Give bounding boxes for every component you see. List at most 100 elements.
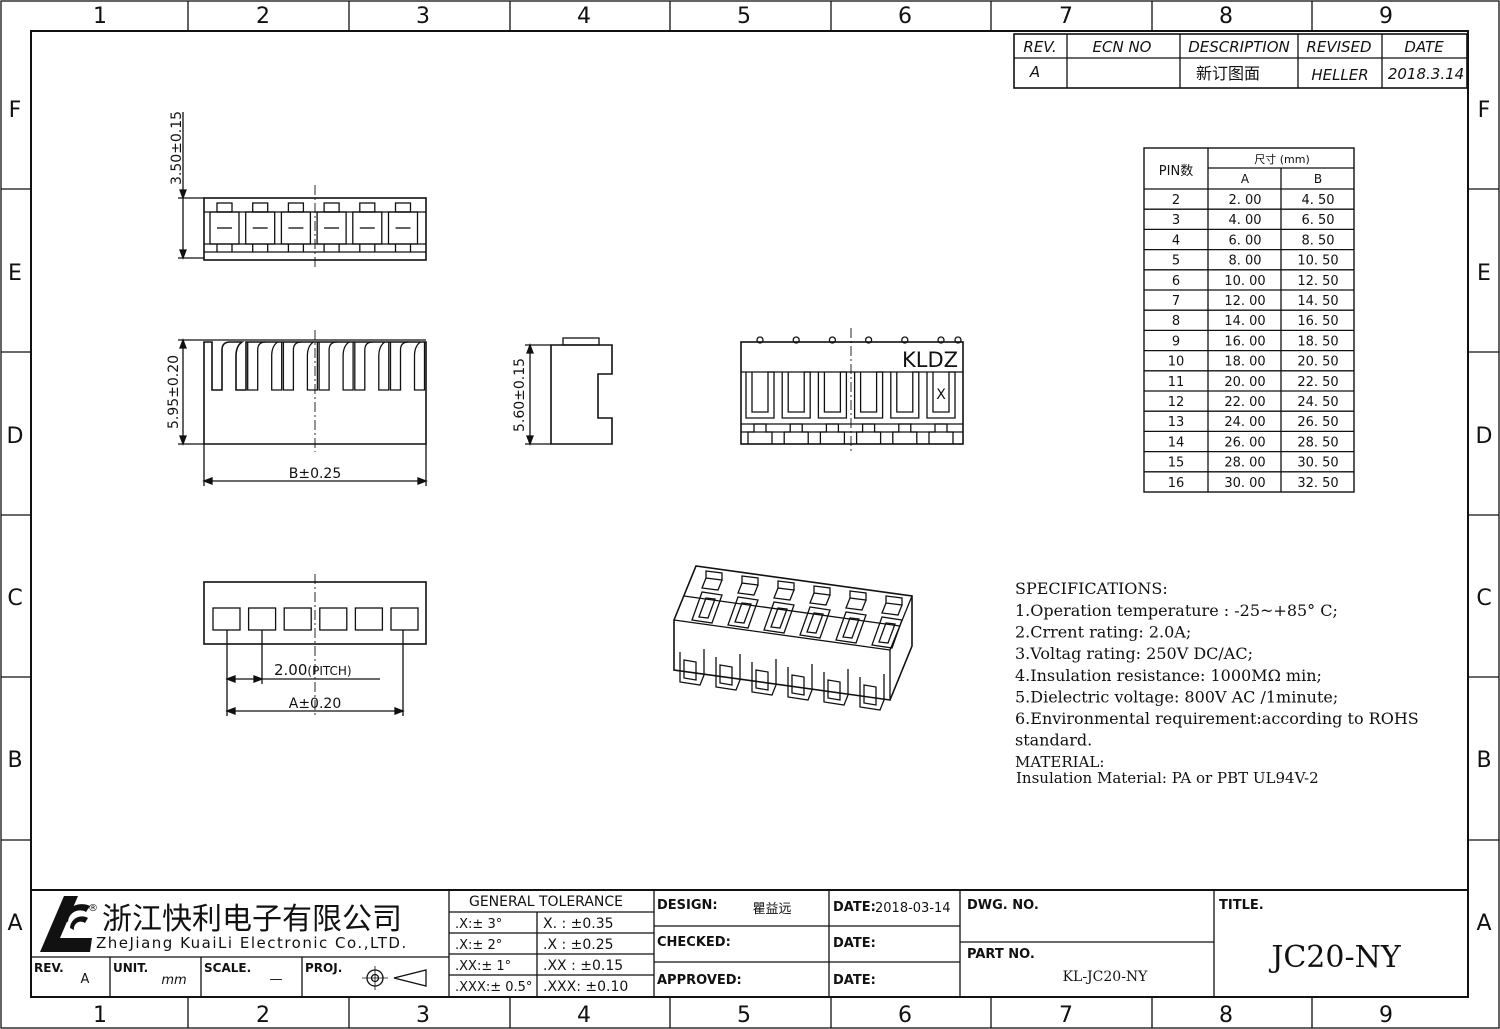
drawing-title: JC20-NY [1268, 940, 1402, 975]
revision-block: REV. ECN NO DESCRIPTION REVISED DATE A 新… [1013, 33, 1468, 89]
pitch-dim: 2.00(PITCH) [274, 661, 352, 679]
pin-count-cell: 8 [1172, 314, 1180, 329]
dim-b-cell: 26. 50 [1297, 415, 1338, 430]
zone-row-D-left: D [7, 424, 24, 449]
linear-tolerance: X. : ±0.35 [543, 916, 614, 932]
linear-tolerance: .XX : ±0.15 [543, 958, 623, 974]
spec-item: 5.Dielectric voltage: 800V AC /1minute; [1015, 687, 1338, 706]
part-no-value: KL-JC20-NY [1063, 969, 1149, 985]
dwg-no-label: DWG. NO. [967, 898, 1039, 913]
spec-heading: SPECIFICATIONS: [1015, 579, 1168, 598]
rev-header: REV. [1023, 38, 1056, 56]
side-height-dim: 5.60±0.15 [512, 358, 528, 432]
approved-date-label: DATE: [833, 973, 876, 988]
dim-b-cell: 28. 50 [1297, 435, 1338, 450]
zone-col-4-bottom: 4 [577, 1003, 591, 1028]
company-logo [40, 896, 92, 952]
design-date-label: DATE: [833, 900, 876, 915]
projection-symbol-icon [362, 966, 427, 990]
revised-value: HELLER [1311, 66, 1368, 84]
rev-value-tb: A [81, 972, 90, 987]
pin-count-cell: 10 [1168, 355, 1185, 370]
spec-item: 1.Operation temperature : -25~+85° C; [1015, 601, 1338, 620]
checked-label: CHECKED: [657, 935, 731, 950]
zone-col-9-top: 9 [1379, 4, 1393, 29]
pin-count-cell: 11 [1168, 375, 1185, 390]
dim-a-cell: 28. 00 [1224, 456, 1265, 471]
bottom-view: 2.00(PITCH) A±0.20 [203, 574, 427, 716]
zone-col-7-bottom: 7 [1059, 1003, 1073, 1028]
unit-label: UNIT. [113, 961, 148, 975]
zone-row-C-left: C [7, 586, 22, 611]
dim-b-cell: 6. 50 [1301, 213, 1334, 228]
pin-count-cell: 16 [1168, 476, 1185, 491]
dim-a-cell: 20. 00 [1224, 375, 1265, 390]
front-view: 5.95±0.20 B±0.25 [166, 330, 428, 486]
col-a-header: A [1241, 172, 1250, 186]
zone-row-E-right: E [1477, 261, 1491, 286]
zone-row-B-right: B [1476, 748, 1491, 773]
dim-b-cell: 22. 50 [1297, 375, 1338, 390]
dim-b-cell: 30. 50 [1297, 456, 1338, 471]
material-heading: MATERIAL: [1015, 753, 1104, 771]
unit-value: mm [161, 973, 186, 988]
dim-b-cell: 12. 50 [1297, 274, 1338, 289]
rev-value: A [1029, 63, 1040, 81]
zone-col-6-bottom: 6 [898, 1003, 912, 1028]
zone-row-B-left: B [7, 748, 22, 773]
top-view: 3.50±0.15 [169, 111, 427, 268]
pin-count-cell: 7 [1172, 294, 1180, 309]
angle-tolerance: .XXX:± 0.5° [455, 980, 532, 995]
pin-count-cell: 6 [1172, 274, 1180, 289]
zone-col-5-bottom: 5 [737, 1003, 751, 1028]
zone-col-3-top: 3 [416, 4, 430, 29]
description-value: 新订图面 [1196, 64, 1260, 83]
zone-row-F-right: F [1478, 98, 1491, 123]
dim-a-cell: 24. 00 [1224, 415, 1265, 430]
ecn-header: ECN NO [1093, 38, 1152, 56]
dim-a-cell: 30. 00 [1224, 476, 1265, 491]
dim-a-cell: 8. 00 [1228, 254, 1261, 269]
checked-date-label: DATE: [833, 936, 876, 951]
front-width-dim: B±0.25 [289, 466, 342, 482]
brand-marking: KLDZ [902, 348, 958, 372]
dim-a-cell: 12. 00 [1224, 294, 1265, 309]
registered-mark: ® [88, 903, 98, 914]
zone-col-7-top: 7 [1059, 4, 1073, 29]
dim-a-cell: 2. 00 [1228, 193, 1261, 208]
date-header: DATE [1404, 38, 1444, 56]
dim-a-cell: 26. 00 [1224, 435, 1265, 450]
dim-a-cell: 14. 00 [1224, 314, 1265, 329]
inner-frame [30, 30, 1469, 998]
angle-tolerance: .XX:± 1° [455, 959, 511, 974]
linear-tolerance: .X : ±0.25 [543, 937, 614, 953]
rev-label: REV. [34, 961, 64, 975]
pin-count-cell: 13 [1168, 415, 1185, 430]
zone-row-F-left: F [9, 98, 22, 123]
dim-b-cell: 24. 50 [1297, 395, 1338, 410]
company-name-cn: 浙江快利电子有限公司 [102, 902, 402, 937]
dim-a-cell: 22. 00 [1224, 395, 1265, 410]
zone-col-1-bottom: 1 [93, 1003, 107, 1028]
dim-a-cell: 10. 00 [1224, 274, 1265, 289]
zone-col-3-bottom: 3 [416, 1003, 430, 1028]
size-header: 尺寸 (mm) [1254, 152, 1310, 166]
title-block: ® 浙江快利电子有限公司 ZheJiang KuaiLi Electronic … [31, 889, 1468, 997]
linear-tolerance: .XXX: ±0.10 [543, 979, 628, 995]
proj-label: PROJ. [305, 961, 342, 975]
pin-count-cell: 4 [1172, 233, 1180, 248]
pin-count-cell: 14 [1168, 435, 1185, 450]
zone-col-2-top: 2 [256, 4, 270, 29]
isometric-view [673, 565, 913, 711]
dim-a-cell: 4. 00 [1228, 213, 1261, 228]
zone-col-9-bottom: 9 [1379, 1003, 1393, 1028]
dim-b-cell: 18. 50 [1297, 334, 1338, 349]
angle-tolerance: .X:± 3° [455, 917, 502, 932]
description-header: DESCRIPTION [1188, 38, 1290, 56]
zone-col-6-top: 6 [898, 4, 912, 29]
bottom-width-dim: A±0.20 [289, 696, 341, 712]
company-name-en: ZheJiang KuaiLi Electronic Co.,LTD. [96, 934, 408, 952]
zone-row-C-right: C [1476, 586, 1491, 611]
